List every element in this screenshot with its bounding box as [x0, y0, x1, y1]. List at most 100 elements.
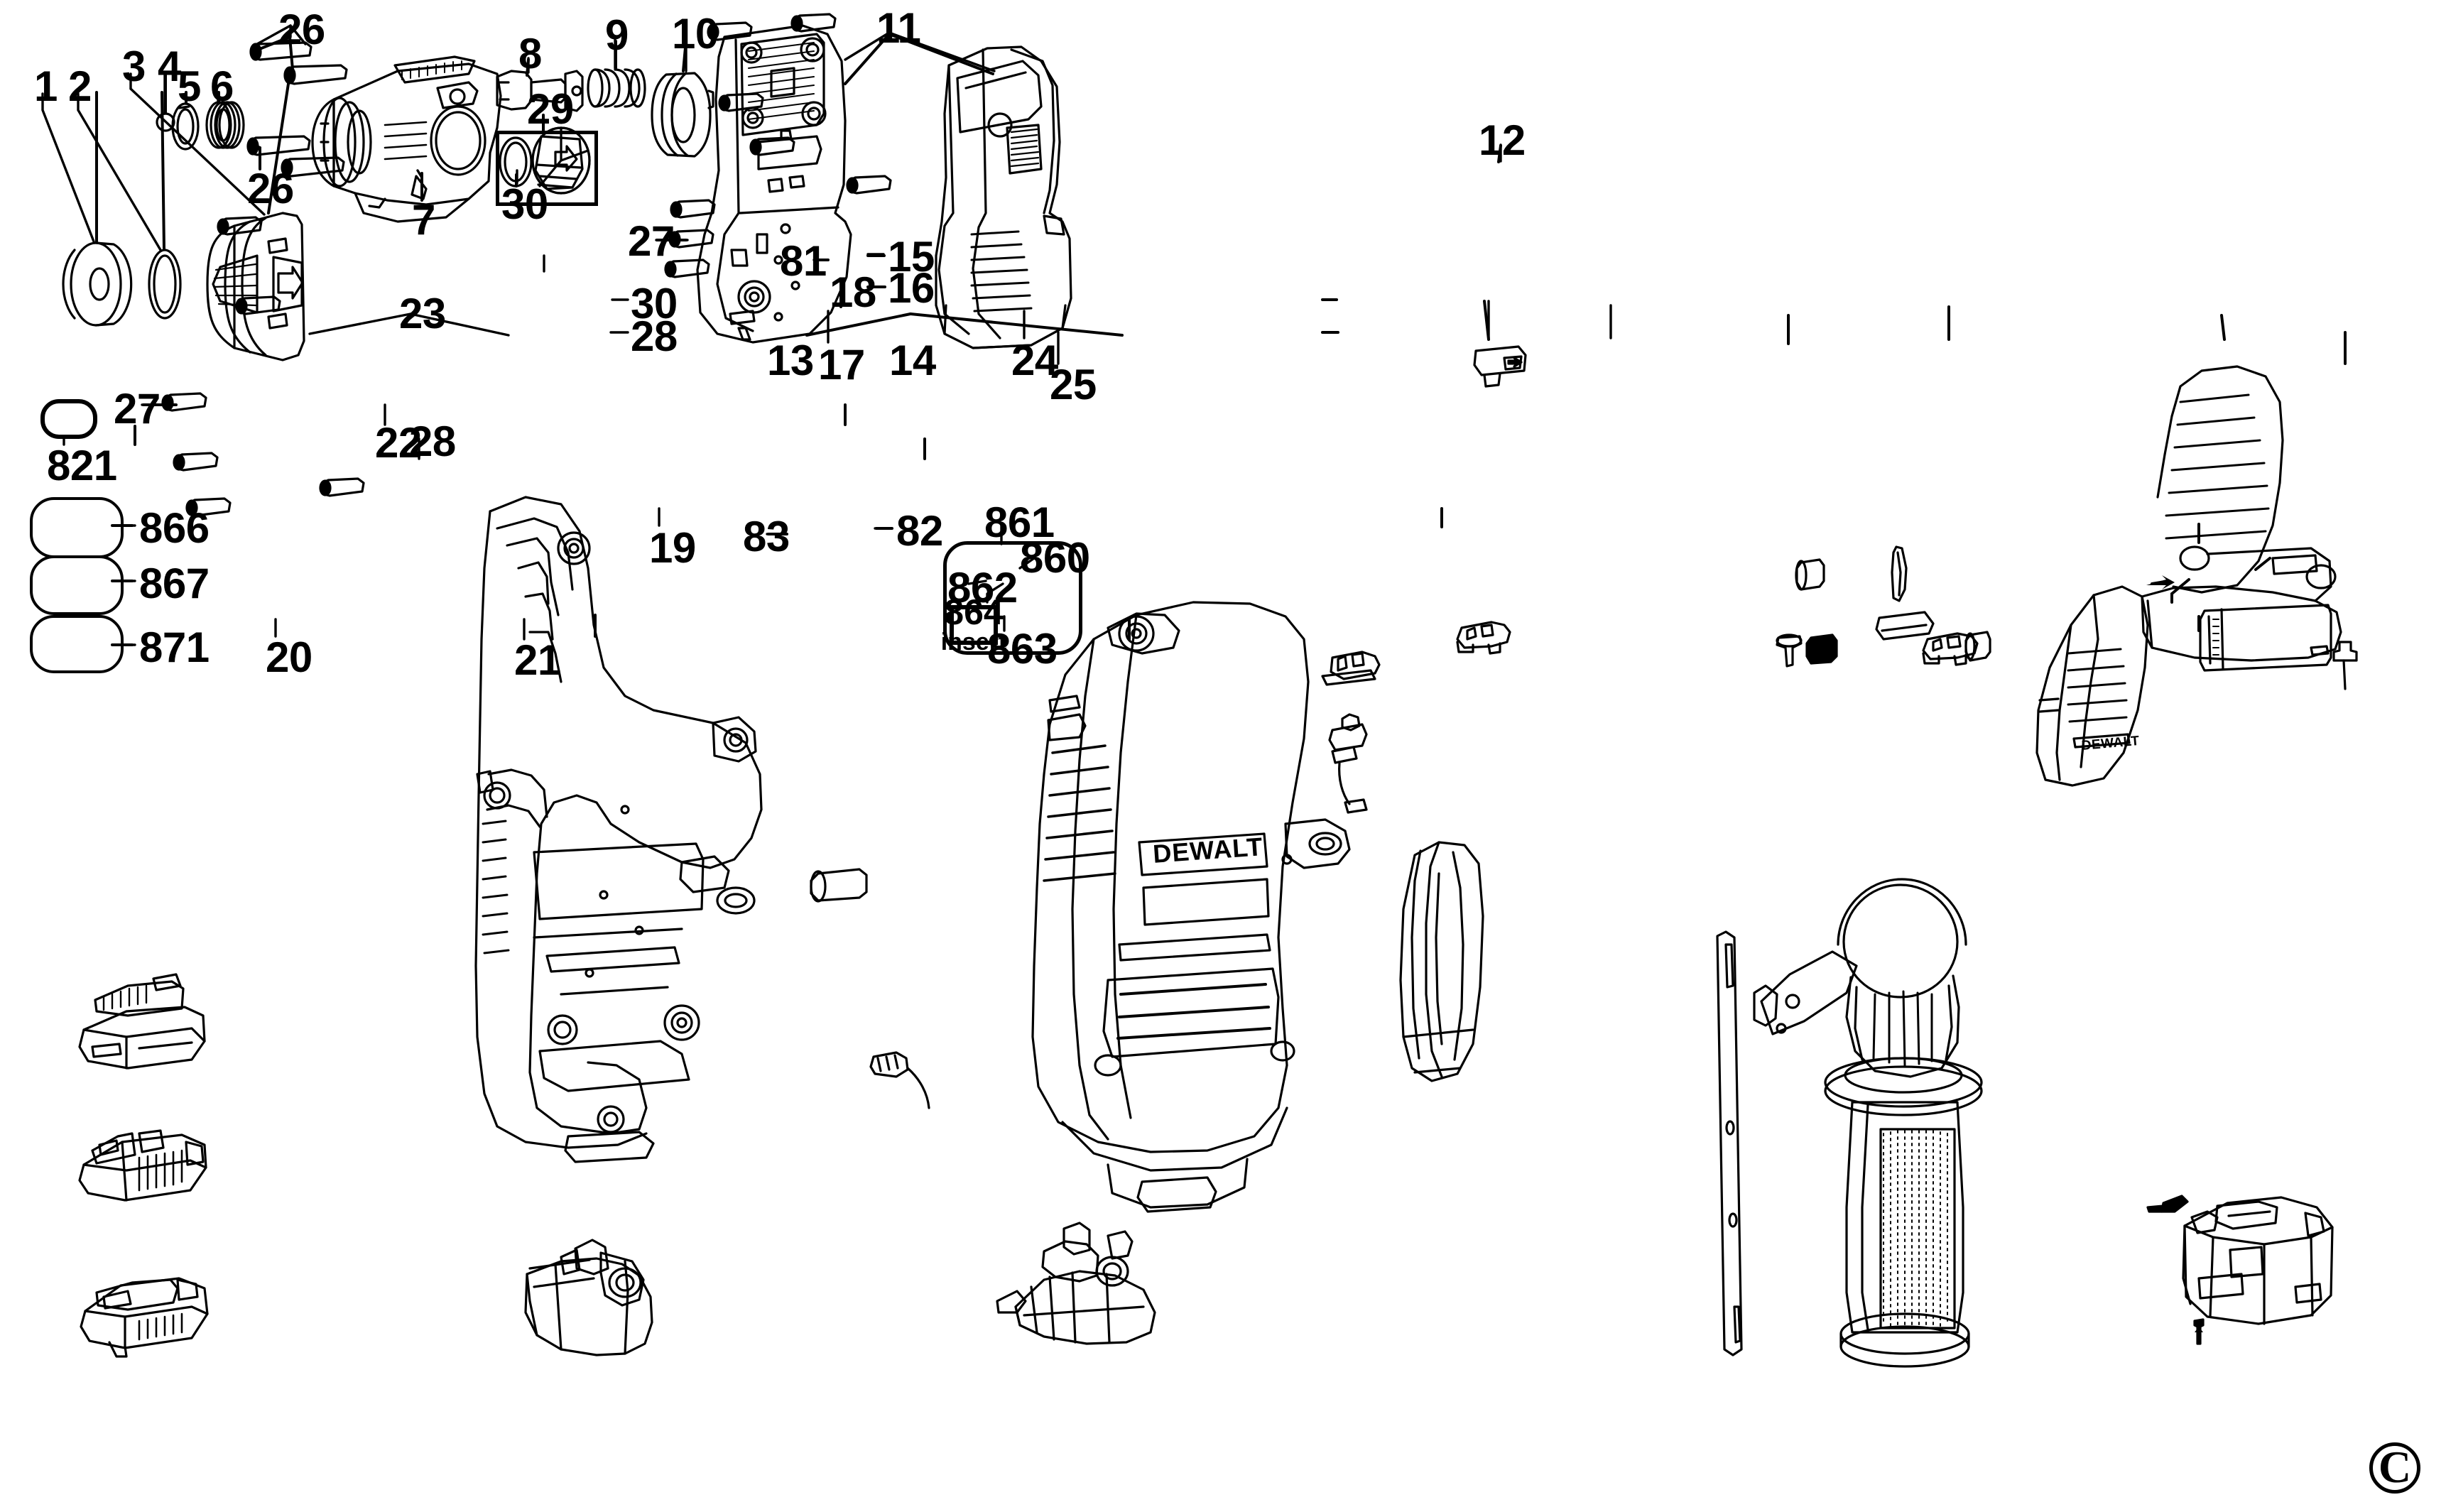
- callout-27-upper: 27: [628, 217, 675, 265]
- callout-871: 871: [139, 624, 210, 671]
- callout-10: 10: [672, 10, 719, 58]
- part-3-chuck-sleeve: [206, 212, 305, 361]
- callout-867: 867: [139, 560, 210, 607]
- part-29-switch-lead: [1328, 713, 1368, 814]
- dewalt-brand-text-small: DEWALT: [2081, 733, 2141, 754]
- part-860-tool-case: [2182, 1196, 2334, 1325]
- copyright-mark: C: [2369, 1442, 2420, 1494]
- callout-22: 22: [375, 419, 422, 467]
- callout-26-top: 26: [278, 6, 325, 53]
- callout-26-bottom: 26: [247, 165, 294, 212]
- callout-862: 862: [947, 564, 1018, 611]
- part-821-label-plate: [40, 399, 97, 439]
- callout-8: 8: [518, 30, 542, 77]
- callout-11: 11: [876, 4, 921, 52]
- box-867: [30, 555, 124, 615]
- callout-15: 15: [888, 233, 935, 281]
- callout-16: 16: [888, 264, 935, 312]
- part-15-leaf-spring: [1891, 545, 1908, 602]
- part-871-charger-b: [80, 1277, 209, 1358]
- part-862-clip: [2146, 1195, 2189, 1213]
- callout-1: 1: [34, 62, 58, 110]
- inset-box-31: [496, 131, 598, 206]
- box-861-kitbox: [943, 541, 1082, 655]
- callout-3: 3: [122, 43, 146, 90]
- callout-81: 81: [780, 237, 827, 285]
- callout-863: 863: [987, 625, 1058, 673]
- part-863-screw: [2193, 1318, 2205, 1345]
- part-22-pin: [810, 868, 868, 903]
- part-20-dust-guard: [524, 1239, 653, 1356]
- part-13-contact-bracket: [1456, 621, 1511, 655]
- callout-23: 23: [399, 290, 446, 337]
- insert-word: insert: [940, 629, 1007, 656]
- box-871: [30, 615, 124, 673]
- callout-17: 17: [818, 341, 865, 388]
- part-19-bellows-cover: [1399, 841, 1484, 1082]
- part-867-charger-a: [78, 1129, 207, 1202]
- part-17-rivet-pin: [1776, 633, 1803, 668]
- callout-25: 25: [1050, 361, 1097, 408]
- callout-21: 21: [514, 636, 561, 684]
- part-82-side-handle: [1753, 878, 1983, 1368]
- part-12-mode-selector: [1473, 345, 1527, 388]
- callout-82: 82: [896, 507, 943, 555]
- callout-20: 20: [266, 633, 312, 681]
- part-23-body-right: [1031, 601, 1351, 1213]
- callout-19: 19: [649, 524, 696, 572]
- callout-6: 6: [210, 62, 234, 110]
- insert-box-864: 864 insert: [941, 594, 1007, 655]
- part-2-o-ring: [148, 249, 182, 320]
- callout-2: 2: [68, 62, 92, 110]
- part-10-rubber-boot: [651, 72, 714, 158]
- part-bushing-small: [1964, 631, 1991, 662]
- part-28-switch-wire: [869, 1051, 930, 1109]
- part-11-housing-right: [935, 45, 1072, 349]
- callout-9: 9: [605, 11, 629, 59]
- callout-29: 28: [631, 312, 678, 360]
- part-1-dust-cap: [62, 241, 133, 327]
- callout-18: 18: [830, 268, 876, 316]
- screws-left-body: [161, 216, 365, 517]
- callout-861: 861: [984, 499, 1055, 546]
- part-24-battery-rail: [2199, 604, 2332, 672]
- callout-83: 83: [743, 513, 790, 560]
- part-81-bushing: [1795, 558, 1825, 591]
- part-30-contact-clip: [1321, 651, 1381, 686]
- part-4-steel-ball: [156, 112, 175, 132]
- part-handle-shroud-right: [2035, 365, 2342, 787]
- callout-866: 866: [139, 504, 210, 552]
- part-16-lever-pad: [1875, 611, 1935, 641]
- part-11-housing-left: [696, 24, 852, 344]
- part-23-body-left: [474, 496, 763, 1163]
- callout-7: 7: [412, 196, 435, 244]
- callout-860: 860: [1020, 534, 1090, 582]
- callout-24: 24: [1011, 337, 1058, 384]
- callout-28: 28: [409, 418, 456, 465]
- callout-821: 821: [47, 442, 117, 489]
- callout-4: 4: [158, 43, 181, 90]
- part-18-square-nut: [1805, 633, 1838, 665]
- callout-30: 30: [631, 280, 678, 327]
- dewalt-brand-text: DEWALT: [1152, 832, 1264, 869]
- part-9-compression-spring: [587, 68, 646, 108]
- part-14-contact-bracket: [1922, 632, 1979, 666]
- callout-32: 30: [501, 180, 548, 228]
- box-866: [30, 497, 124, 558]
- callout-14: 14: [889, 337, 936, 384]
- callout-5: 5: [178, 62, 201, 110]
- part-7-gear-housing: [311, 55, 502, 223]
- part-83-depth-rod: [1716, 930, 1743, 1356]
- callout-13: 13: [767, 337, 814, 384]
- callout-27-lower: 27: [114, 385, 161, 433]
- part-866-battery-pack: [78, 973, 206, 1070]
- insert-number: 864: [944, 592, 1004, 633]
- callout-31: 29: [527, 85, 574, 133]
- callout-12: 12: [1479, 116, 1526, 164]
- part-5-retaining-ring: [171, 102, 200, 151]
- part-25-screw: [2332, 641, 2358, 690]
